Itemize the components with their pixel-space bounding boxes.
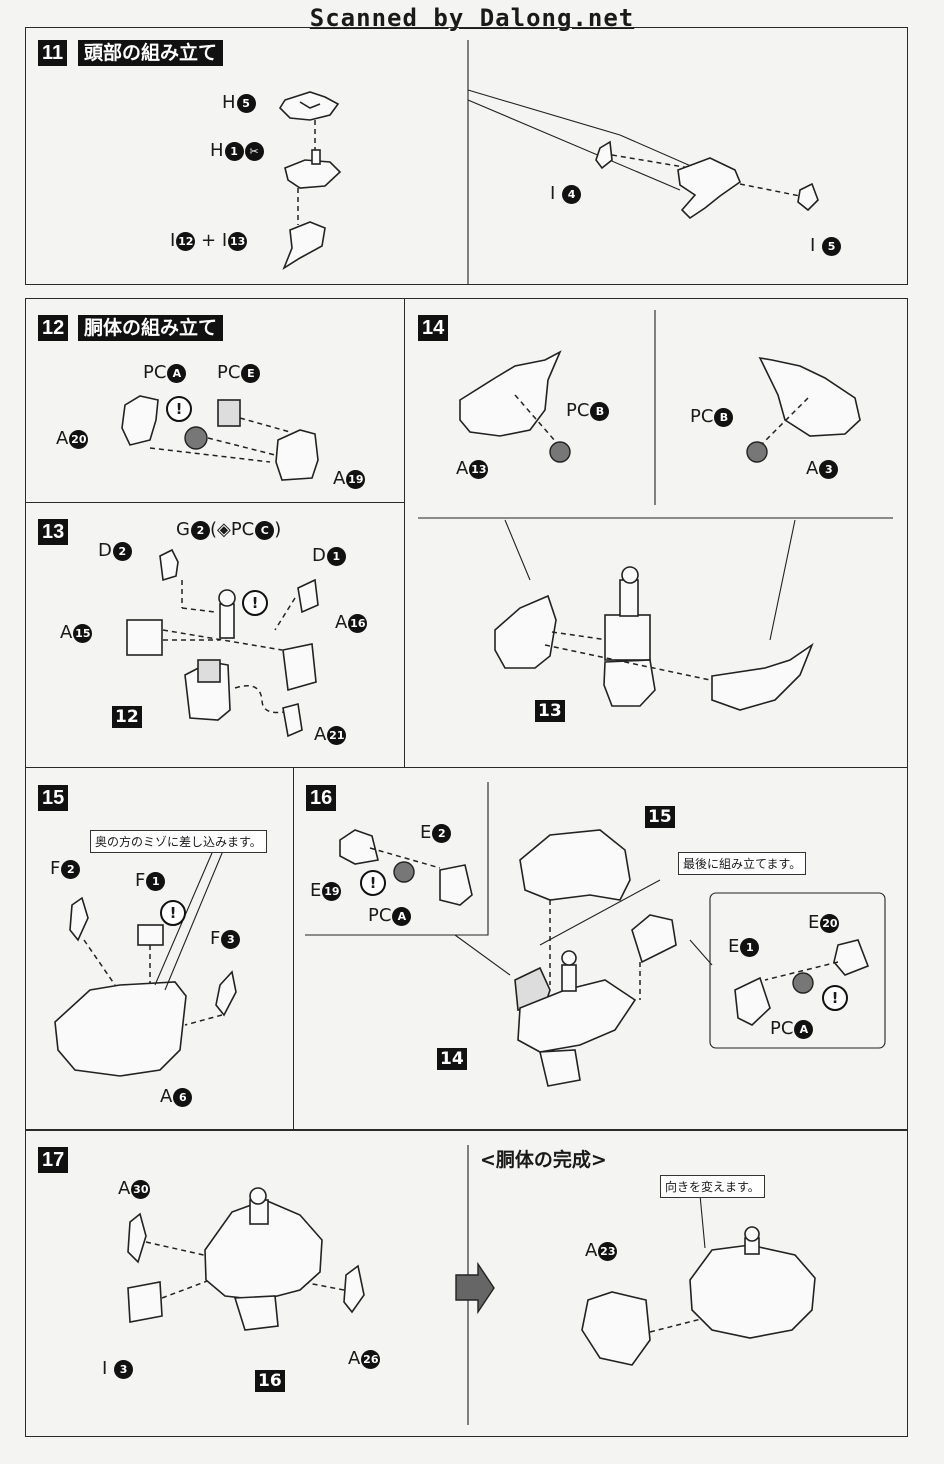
completed-torso-title: <胴体の完成> xyxy=(480,1149,607,1171)
step-17-number: 17 xyxy=(38,1147,69,1173)
panel-step-16 xyxy=(293,767,908,1130)
ref-step-13: 13 xyxy=(535,700,565,722)
ref-step-16: 16 xyxy=(255,1370,285,1392)
caution-icon: ! xyxy=(242,590,268,616)
knife-icon: ✂ xyxy=(244,141,264,161)
panel-step-11 xyxy=(25,27,908,285)
note-change-orientation: 向きを変えます。 xyxy=(660,1175,765,1198)
label-i5: I 5 xyxy=(810,235,842,257)
step-15-number: 15 xyxy=(38,785,69,811)
panel-step-17 xyxy=(25,1130,908,1437)
step-14-number: 14 xyxy=(418,315,449,341)
caution-icon: ! xyxy=(160,900,186,926)
step-13-number: 13 xyxy=(38,519,69,545)
step-11-title: 頭部の組み立て xyxy=(78,40,224,66)
caution-icon: ! xyxy=(166,396,192,422)
ref-step-12: 12 xyxy=(112,706,142,728)
step-16-number: 16 xyxy=(306,785,337,811)
step-11-number: 11 xyxy=(38,40,68,66)
ref-step-15: 15 xyxy=(645,806,675,828)
note-insert-back-groove: 奥の方のミゾに差し込みます。 xyxy=(90,830,267,853)
label-i4: I 4 xyxy=(550,183,582,205)
caution-icon: ! xyxy=(822,985,848,1011)
step-12-number: 12 xyxy=(38,315,69,341)
caution-icon: ! xyxy=(360,870,386,896)
ref-step-14: 14 xyxy=(437,1048,467,1070)
step-12-title: 胴体の組み立て xyxy=(78,315,224,341)
note-assemble-last: 最後に組み立てます。 xyxy=(678,852,807,875)
label-i3: I 3 xyxy=(102,1358,134,1380)
